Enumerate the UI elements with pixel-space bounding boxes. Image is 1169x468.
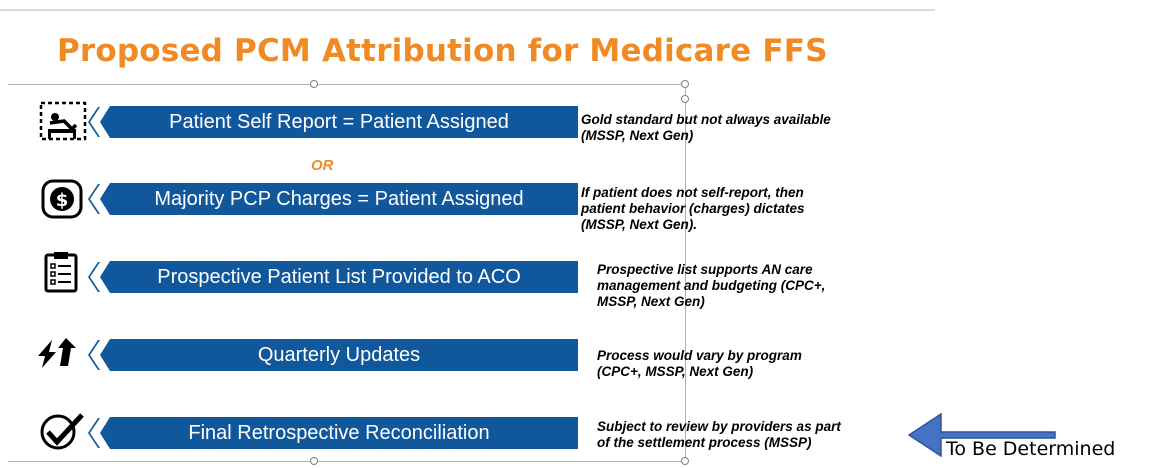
- chevron-left-icon: [88, 184, 100, 214]
- slide-title: Proposed PCM Attribution for Medicare FF…: [57, 33, 828, 69]
- person-in-bed-icon: [39, 101, 87, 141]
- selection-right-edge: [685, 84, 686, 462]
- banner-pcp-charges: Majority PCP Charges = Patient Assigned: [100, 183, 578, 215]
- refresh-arrows-icon: [38, 338, 76, 368]
- banner-prospective-list: Prospective Patient List Provided to ACO: [100, 261, 578, 293]
- to-be-determined-label: To Be Determined: [946, 438, 1116, 460]
- note-pcp-charges: If patient does not self-report, then pa…: [581, 185, 805, 232]
- selection-bottom-edge: [8, 461, 685, 462]
- resize-handle-bottom-middle[interactable]: [310, 457, 318, 465]
- resize-handle-right-top[interactable]: [681, 95, 689, 103]
- resize-handle-bottom-right[interactable]: [681, 457, 689, 465]
- note-final-reconciliation: Subject to review by providers as part o…: [597, 419, 841, 450]
- resize-handle-top-middle[interactable]: [310, 80, 318, 88]
- note-prospective-list: Prospective list supports AN care manage…: [597, 262, 826, 309]
- checkmark-circle-icon: [40, 413, 84, 450]
- or-label: OR: [311, 157, 334, 174]
- left-arrow-shape[interactable]: [908, 413, 1058, 457]
- svg-text:$: $: [56, 190, 69, 211]
- chevron-left-icon: [88, 107, 100, 137]
- note-quarterly-updates: Process would vary by program (CPC+, MSS…: [597, 348, 802, 379]
- clipboard-list-icon: [44, 252, 78, 293]
- chevron-left-icon: [88, 340, 100, 370]
- chevron-left-icon: [88, 262, 100, 292]
- note-self-report: Gold standard but not always available (…: [581, 112, 831, 143]
- top-divider: [0, 9, 935, 11]
- banner-final-reconciliation: Final Retrospective Reconciliation: [100, 417, 578, 449]
- dollar-coin-icon: $: [41, 179, 83, 219]
- selection-top-edge: [8, 84, 685, 85]
- banner-quarterly-updates: Quarterly Updates: [100, 339, 578, 371]
- resize-handle-top-right[interactable]: [681, 80, 689, 88]
- chevron-left-icon: [88, 418, 100, 448]
- banner-self-report: Patient Self Report = Patient Assigned: [100, 106, 578, 138]
